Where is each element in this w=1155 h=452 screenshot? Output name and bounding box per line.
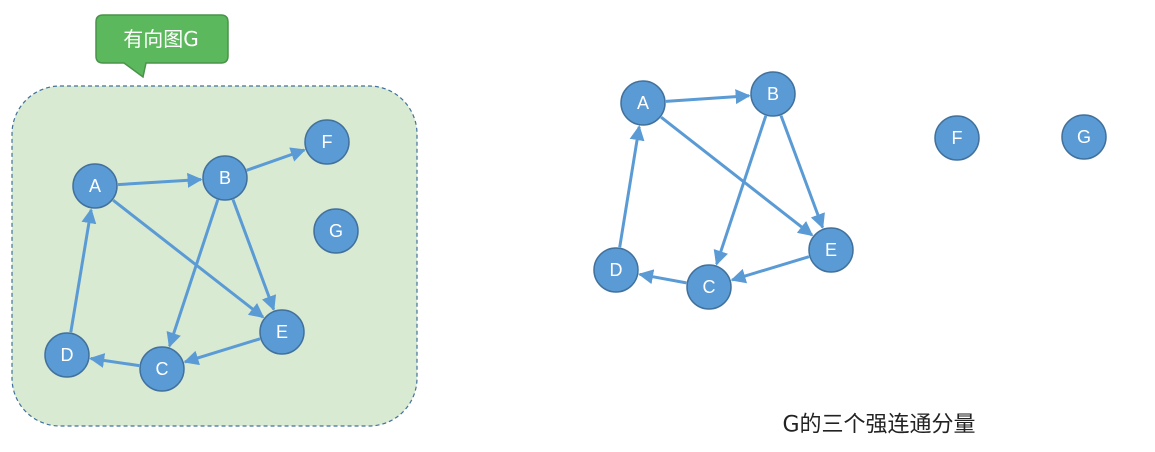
component-node-d: D [593,247,639,293]
graph-g-node-circle [304,119,350,165]
graph-g-node-e: E [259,309,305,355]
component-edge-c-to-d [638,269,687,285]
graph-g-node-circle [313,208,359,254]
graph-g-nodes: A B C D E F G [44,119,359,392]
components-nodes: A B C D E F G [593,71,1107,310]
component-node-label: E [825,240,837,260]
graph-g-edge-b-to-f [246,147,306,172]
components-edges [618,89,825,285]
components-area: A B C D E F G [593,71,1107,310]
graph-g-node-a: A [72,163,118,209]
graph-g-node-circle [202,155,248,201]
component-node-circle [1061,114,1107,160]
component-node-circle [808,227,854,273]
graph-g-edge-c-to-d [89,353,140,368]
component-edge-b-to-e [779,115,825,229]
component-edge-e-to-c [730,255,810,284]
component-node-e: E [808,227,854,273]
graph-g-node-label: C [156,359,169,379]
graph-g-callout: 有向图G [95,14,229,79]
graph-g-node-b: B [202,155,248,201]
components-caption: G的三个强连通分量 [782,413,975,438]
graph-g-node-label: B [219,168,231,188]
component-node-label: A [637,93,649,113]
graph-g-node-label: D [61,345,74,365]
component-node-c: C [686,264,732,310]
graph-g-node-label: G [329,221,343,241]
graph-g-edge-e-to-c [183,337,261,366]
graph-g-node-circle [259,309,305,355]
component-node-circle [934,115,980,161]
component-edge-a-to-b [665,89,751,105]
graph-g-node-d: D [44,332,90,378]
component-node-a: A [620,80,666,126]
graph-g-node-c: C [139,346,185,392]
component-node-g: G [1061,114,1107,160]
component-edge-d-to-a [618,125,645,248]
component-node-label: G [1077,127,1091,147]
graph-g-edge-b-to-e [231,199,277,311]
component-edge-a-to-e [660,116,814,237]
graph-g-node-circle [44,332,90,378]
component-node-label: C [703,277,716,297]
component-node-label: B [767,84,779,104]
component-node-label: F [952,128,963,148]
graph-g-node-f: F [304,119,350,165]
graph-g-edge-d-to-a [69,208,97,333]
graph-g-node-label: F [322,132,333,152]
graph-g-edge-b-to-c [166,199,220,348]
component-node-circle [686,264,732,310]
callout-bubble [95,14,229,79]
graph-g-edge-a-to-b [117,172,203,188]
component-node-b: B [750,71,796,117]
component-node-circle [620,80,666,126]
graph-g-edges [69,147,306,368]
graph-g-background [11,85,418,427]
callout-label: 有向图G [123,27,199,51]
graph-g-node-circle [72,163,118,209]
component-node-label: D [610,260,623,280]
graph-g-edge-a-to-e [112,199,265,319]
graph-g-node-g: G [313,208,359,254]
graph-g-node-circle [139,346,185,392]
component-node-circle [750,71,796,117]
graph-g-node-label: A [89,176,101,196]
component-edge-b-to-c [713,115,768,266]
graph-g-panel: A B C D E F G [11,85,418,427]
component-node-circle [593,247,639,293]
component-node-f: F [934,115,980,161]
graph-g-node-label: E [276,322,288,342]
